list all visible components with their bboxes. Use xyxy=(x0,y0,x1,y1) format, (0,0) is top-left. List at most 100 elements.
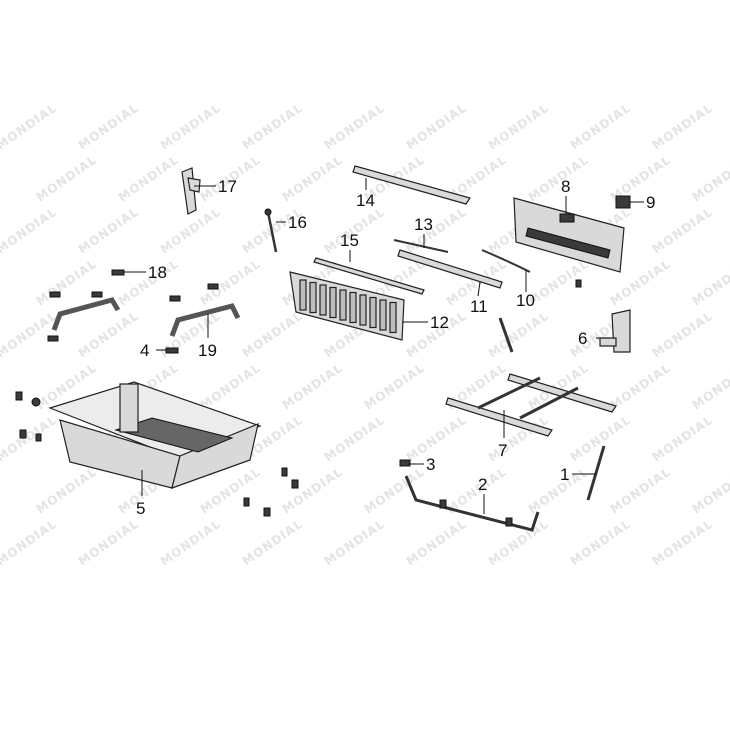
watermark-text: MONDIAL xyxy=(34,465,100,517)
watermark-text: MONDIAL xyxy=(404,413,470,465)
watermark-text: MONDIAL xyxy=(76,205,142,257)
part-1-strut xyxy=(586,445,606,501)
tailgate-rib xyxy=(349,291,357,324)
callout-12: 12 xyxy=(430,313,449,332)
callout-2: 2 xyxy=(478,475,487,494)
tailgate-rib xyxy=(309,281,317,314)
watermark-text: MONDIAL xyxy=(690,153,730,205)
tailgate-rib xyxy=(299,279,307,311)
callout-8: 8 xyxy=(561,177,570,196)
watermark-text: MONDIAL xyxy=(0,517,60,569)
part-3-spring xyxy=(399,459,411,467)
watermark-text: MONDIAL xyxy=(34,257,100,309)
watermark-text: MONDIAL xyxy=(526,153,592,205)
watermark-text: MONDIAL xyxy=(116,153,182,205)
callout-14: 14 xyxy=(356,191,375,210)
callout-17: 17 xyxy=(218,177,237,196)
callout-3: 3 xyxy=(426,455,435,474)
watermark-text: MONDIAL xyxy=(0,205,60,257)
watermark-text: MONDIAL xyxy=(322,413,388,465)
watermark-text: MONDIAL xyxy=(650,517,716,569)
part-19-handles xyxy=(51,297,241,337)
callout-9: 9 xyxy=(646,193,655,212)
part-4-clip xyxy=(165,347,179,354)
callout-6: 6 xyxy=(578,329,587,348)
watermark-text: MONDIAL xyxy=(280,465,346,517)
part-13-rod xyxy=(393,239,449,253)
callout-4: 4 xyxy=(140,341,149,360)
part-17-bracket xyxy=(181,167,201,215)
callout-18: 18 xyxy=(148,263,167,282)
part-6-bracket xyxy=(599,309,631,353)
part-9-clip xyxy=(615,195,631,209)
watermark-text: MONDIAL xyxy=(608,465,674,517)
watermark-text: MONDIAL xyxy=(198,361,264,413)
watermark-text: MONDIAL xyxy=(650,413,716,465)
watermark-text: MONDIAL xyxy=(526,465,592,517)
watermark-text: MONDIAL xyxy=(0,413,60,465)
watermark-text: MONDIAL xyxy=(690,257,730,309)
part-18-clips xyxy=(47,269,219,342)
part-11-rail xyxy=(397,249,503,289)
tailgate-rib xyxy=(319,284,327,316)
watermark-text: MONDIAL xyxy=(404,101,470,153)
watermark-text: MONDIAL xyxy=(486,101,552,153)
watermark-text: MONDIAL xyxy=(404,517,470,569)
tailgate-rib xyxy=(329,286,337,319)
callout-16: 16 xyxy=(288,213,307,232)
part-12-tailgate-panel xyxy=(289,271,405,341)
watermark-text: MONDIAL xyxy=(690,465,730,517)
watermark-text: MONDIAL xyxy=(486,517,552,569)
watermark-text: MONDIAL xyxy=(322,517,388,569)
watermark-text: MONDIAL xyxy=(608,361,674,413)
watermark-text: MONDIAL xyxy=(280,153,346,205)
watermark-text: MONDIAL xyxy=(486,309,552,361)
part-15-rail xyxy=(313,257,425,295)
part-8-fasteners xyxy=(498,279,582,353)
callout-10: 10 xyxy=(516,291,535,310)
watermark-text: MONDIAL xyxy=(322,101,388,153)
part-16-bolt xyxy=(264,208,278,253)
watermark-text: MONDIAL xyxy=(0,101,60,153)
part-14-bar xyxy=(352,165,471,205)
loose-fasteners xyxy=(15,391,299,517)
part-5-cargo-box xyxy=(48,381,262,489)
tailgate-rib xyxy=(389,301,397,334)
watermark-text: MONDIAL xyxy=(240,309,306,361)
watermark-text: MONDIAL xyxy=(76,517,142,569)
callout-7: 7 xyxy=(498,441,507,460)
watermark-text: MONDIAL xyxy=(198,257,264,309)
watermark-text: MONDIAL xyxy=(526,257,592,309)
watermark-text: MONDIAL xyxy=(650,101,716,153)
watermark-text: MONDIAL xyxy=(650,309,716,361)
tailgate-rib xyxy=(359,294,367,326)
callout-13: 13 xyxy=(414,215,433,234)
callout-11: 11 xyxy=(470,297,488,316)
callout-15: 15 xyxy=(340,231,359,250)
tailgate-rib xyxy=(369,296,377,329)
callout-5: 5 xyxy=(136,499,145,518)
watermark-text: MONDIAL xyxy=(240,517,306,569)
watermark-text: MONDIAL xyxy=(158,101,224,153)
watermark-text: MONDIAL xyxy=(568,101,634,153)
watermark-text: MONDIAL xyxy=(280,361,346,413)
watermark-text: MONDIAL xyxy=(690,361,730,413)
watermark-text: MONDIAL xyxy=(362,465,428,517)
part-10-cable xyxy=(481,249,531,273)
watermark-text: MONDIAL xyxy=(0,309,60,361)
callout-1: 1 xyxy=(560,465,569,484)
part-2-ubar xyxy=(404,475,540,532)
watermark-text: MONDIAL xyxy=(34,153,100,205)
watermark-text: MONDIAL xyxy=(362,361,428,413)
leader-lines xyxy=(124,178,644,514)
watermark-text: MONDIAL xyxy=(76,309,142,361)
part-7-frame xyxy=(445,373,617,437)
callout-19: 19 xyxy=(198,341,217,360)
watermark-text: MONDIAL xyxy=(76,101,142,153)
watermark-text: MONDIAL xyxy=(240,101,306,153)
watermark-text: MONDIAL xyxy=(158,517,224,569)
watermark-text: MONDIAL xyxy=(650,205,716,257)
callout-labels: 17 16 14 15 13 11 10 12 8 9 6 7 1 3 2 18… xyxy=(136,177,655,518)
tailgate-rib xyxy=(339,289,347,321)
